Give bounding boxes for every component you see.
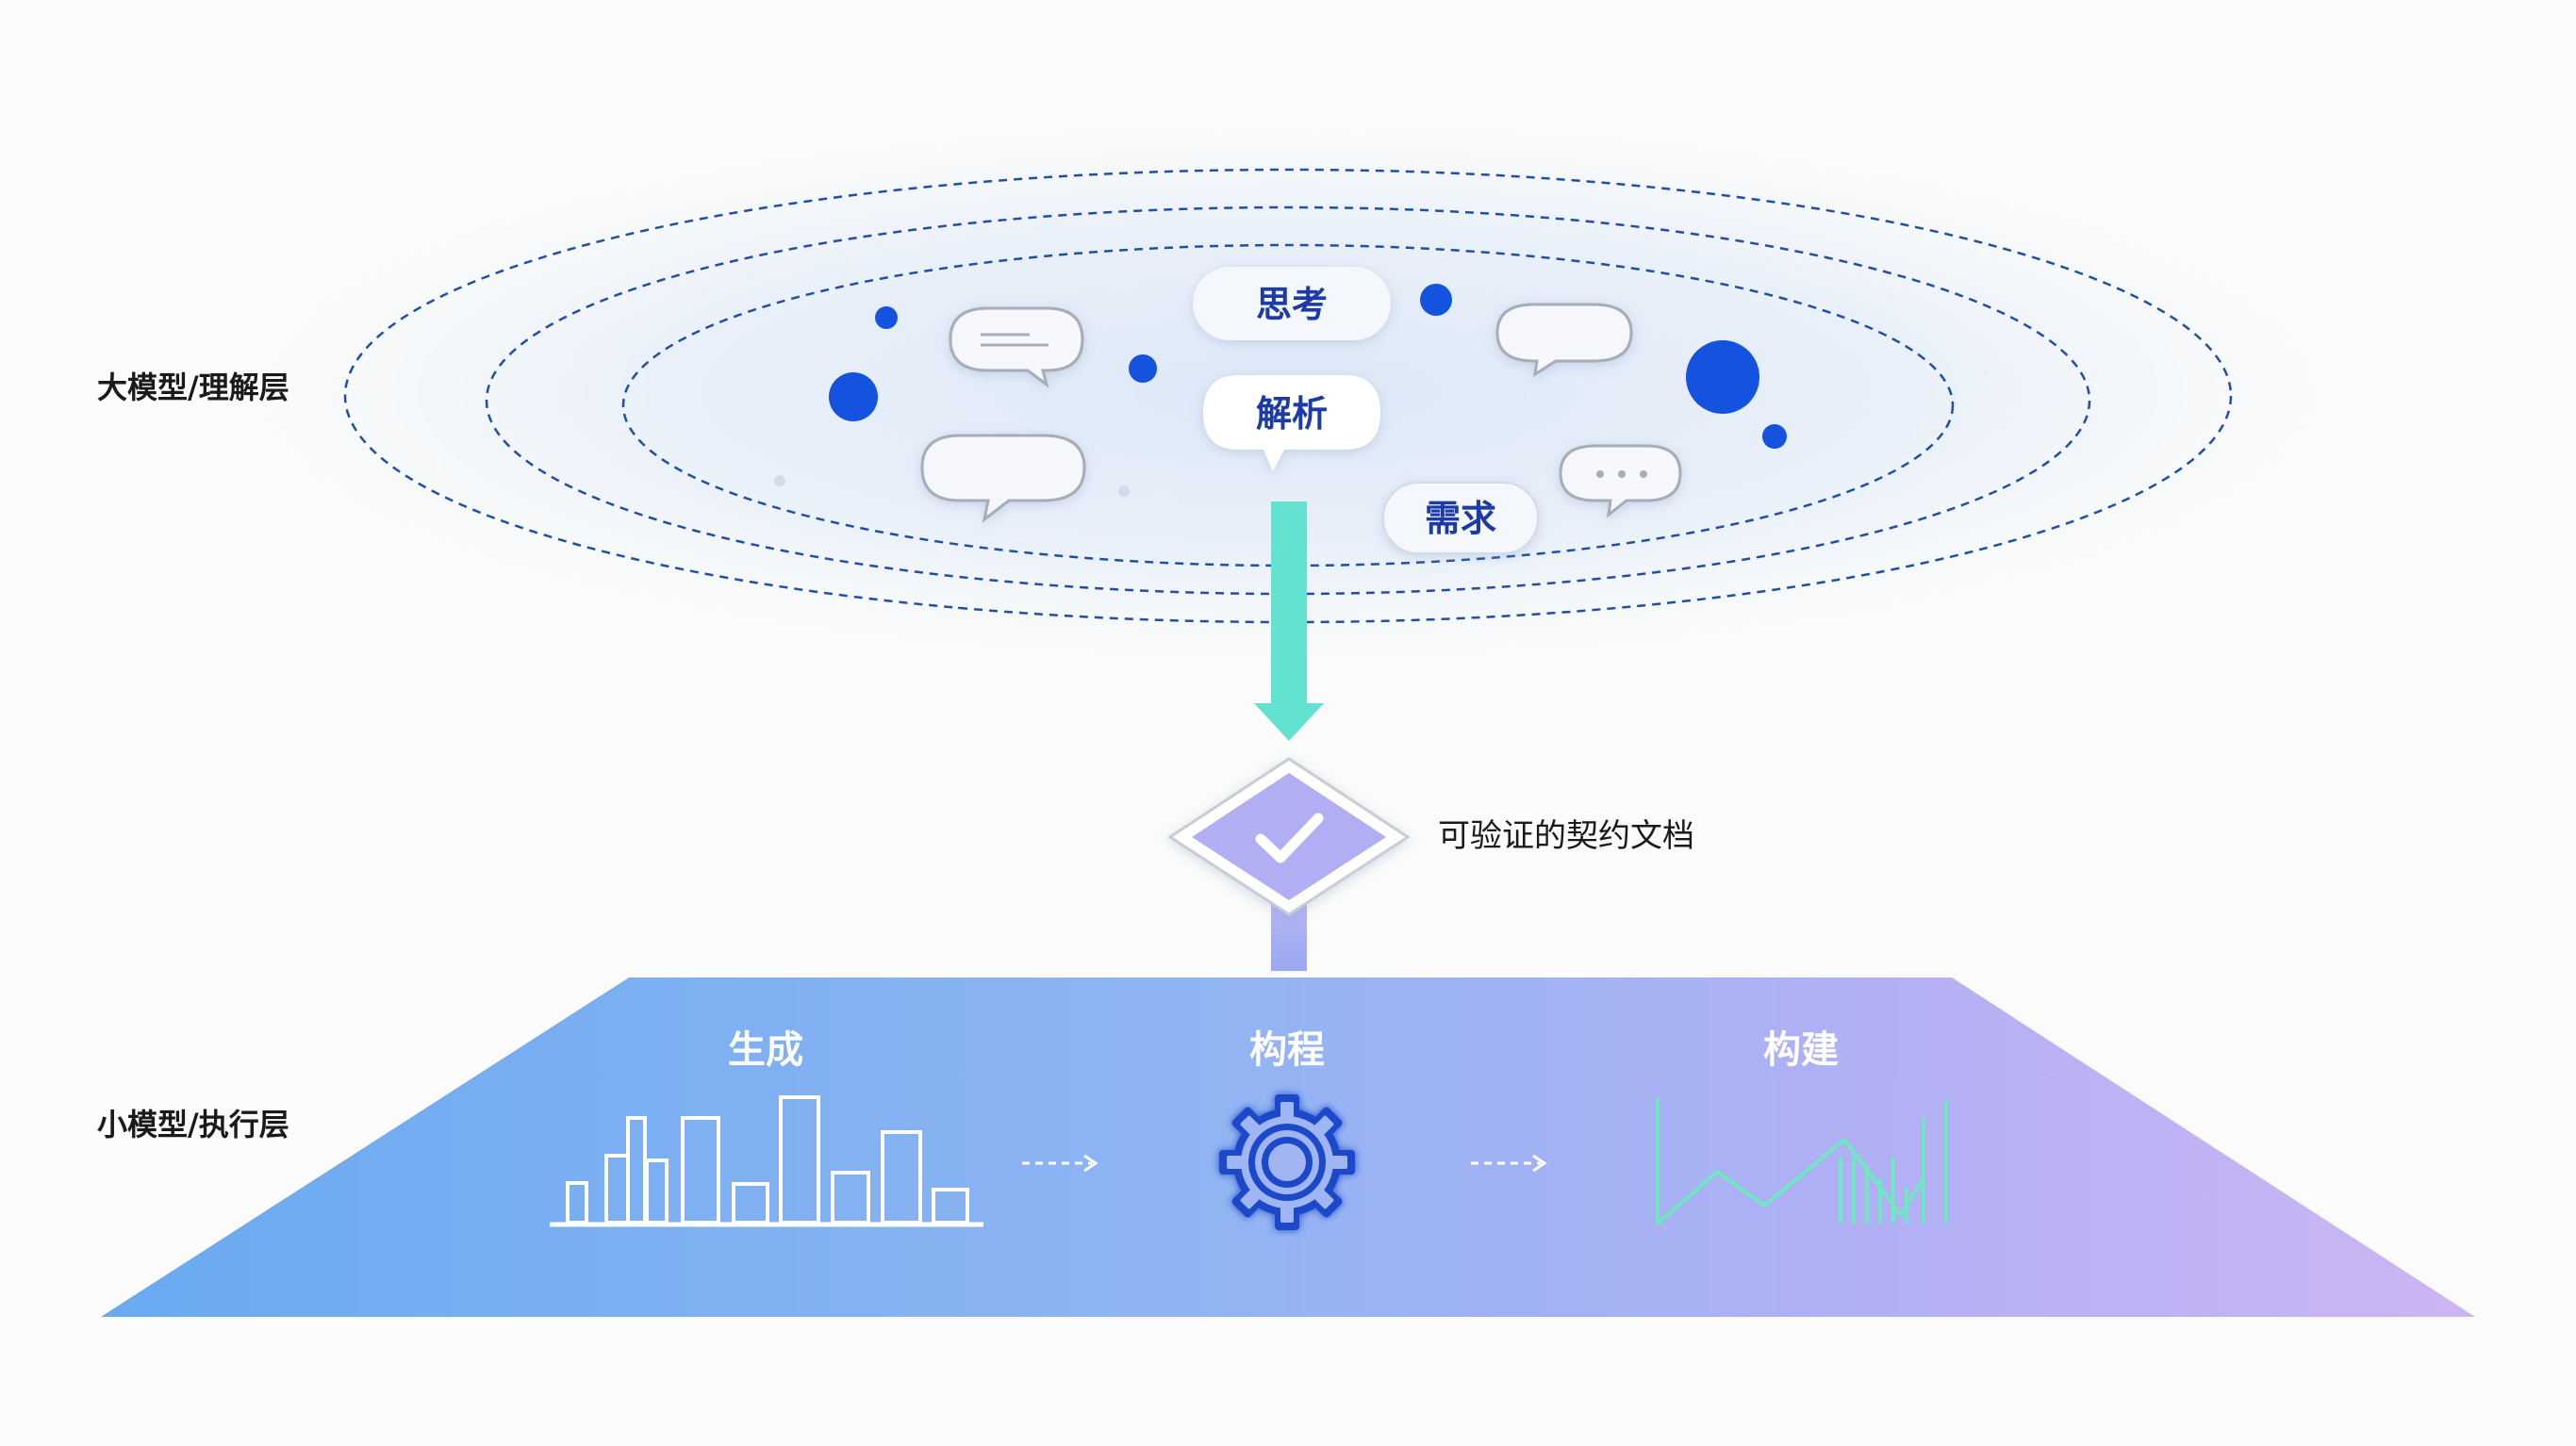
stage-generate-title: 生成: [728, 1028, 803, 1072]
contract-node: 可验证的契约文档: [1167, 757, 1694, 971]
pill-parse-label: 解析: [1256, 393, 1328, 435]
cloud-ring-outer: [343, 168, 2233, 624]
chat-bubble-icon: [1559, 444, 1682, 518]
pill-demand-label: 需求: [1425, 498, 1496, 539]
chat-bubble-icon: [949, 306, 1084, 388]
cloud-ring-middle: [485, 205, 2091, 596]
node-dot: [1762, 424, 1787, 449]
bottom-layer-label: 小模型/执行层: [97, 1107, 289, 1142]
contract-label: 可验证的契约文档: [1438, 817, 1694, 855]
dashed-arrow-icon: [1022, 1154, 1098, 1173]
bar-chart-icon: [550, 1095, 983, 1227]
pill-demand: 需求: [1382, 482, 1539, 554]
gear-icon: [1219, 1094, 1355, 1230]
chat-bubble-icon: [920, 434, 1086, 523]
down-arrow: [1254, 501, 1324, 741]
faint-dot: [774, 475, 785, 486]
pill-think-label: 思考: [1256, 284, 1328, 325]
node-dot: [1129, 354, 1157, 383]
check-icon: [1255, 813, 1324, 863]
contract-diamond-inner: [1192, 773, 1386, 900]
pill-parse: 解析: [1203, 375, 1380, 471]
line-chart-icon: [1656, 1099, 1948, 1225]
stage-build-title: 构建: [1763, 1028, 1839, 1072]
node-dot: [829, 372, 878, 421]
chat-bubble-icon: [1495, 303, 1633, 378]
dashed-arrow-icon: [1471, 1154, 1547, 1173]
understanding-layer: 思考 解析 需求: [241, 123, 2335, 660]
execution-layer: 生成 构程 构建: [101, 978, 2475, 1317]
node-dot: [875, 306, 898, 329]
top-layer-label: 大模型/理解层: [97, 370, 289, 405]
node-dot: [1686, 340, 1759, 414]
faint-dot: [1118, 485, 1130, 497]
pill-think: 思考: [1193, 267, 1391, 340]
node-dot: [1420, 284, 1452, 316]
stage-process-title: 构程: [1249, 1028, 1325, 1072]
